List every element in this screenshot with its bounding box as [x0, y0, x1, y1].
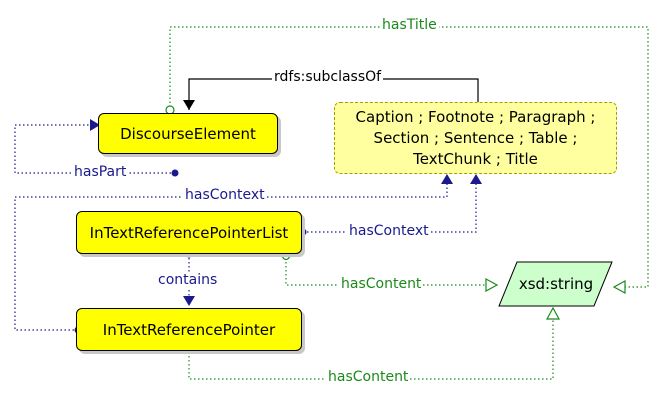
label-contains: contains — [156, 272, 220, 288]
label-has-context-top: hasContext — [183, 187, 267, 203]
label-has-context-list: hasContext — [347, 223, 431, 239]
label-has-content-list: hasContent — [339, 276, 424, 292]
label-has-content-pointer: hasContent — [326, 369, 411, 385]
class-discourse-element[interactable]: DiscourseElement — [98, 113, 278, 154]
subclasses-box-label: Caption ; Footnote ; Paragraph ; Section… — [355, 107, 596, 168]
class-discourse-element-label: DiscourseElement — [120, 124, 256, 143]
label-has-part: hasPart — [72, 164, 129, 180]
label-subclass-of: rdfs:subclassOf — [272, 69, 384, 85]
class-in-text-reference-pointer-list-label: InTextReferencePointerList — [89, 223, 289, 242]
class-in-text-reference-pointer-label: InTextReferencePointer — [102, 320, 276, 339]
label-has-title: hasTitle — [380, 17, 439, 33]
datatype-shape — [498, 261, 613, 307]
has-part-source-dot — [171, 169, 179, 177]
class-in-text-reference-pointer[interactable]: InTextReferencePointer — [76, 308, 302, 351]
class-in-text-reference-pointer-list[interactable]: InTextReferencePointerList — [76, 211, 302, 254]
datatype-xsd-string[interactable]: xsd:string — [500, 262, 612, 306]
edge-has-title — [165, 26, 649, 287]
subclasses-box[interactable]: Caption ; Footnote ; Paragraph ; Section… — [334, 102, 617, 174]
datatype-xsd-string-label: xsd:string — [518, 275, 594, 293]
